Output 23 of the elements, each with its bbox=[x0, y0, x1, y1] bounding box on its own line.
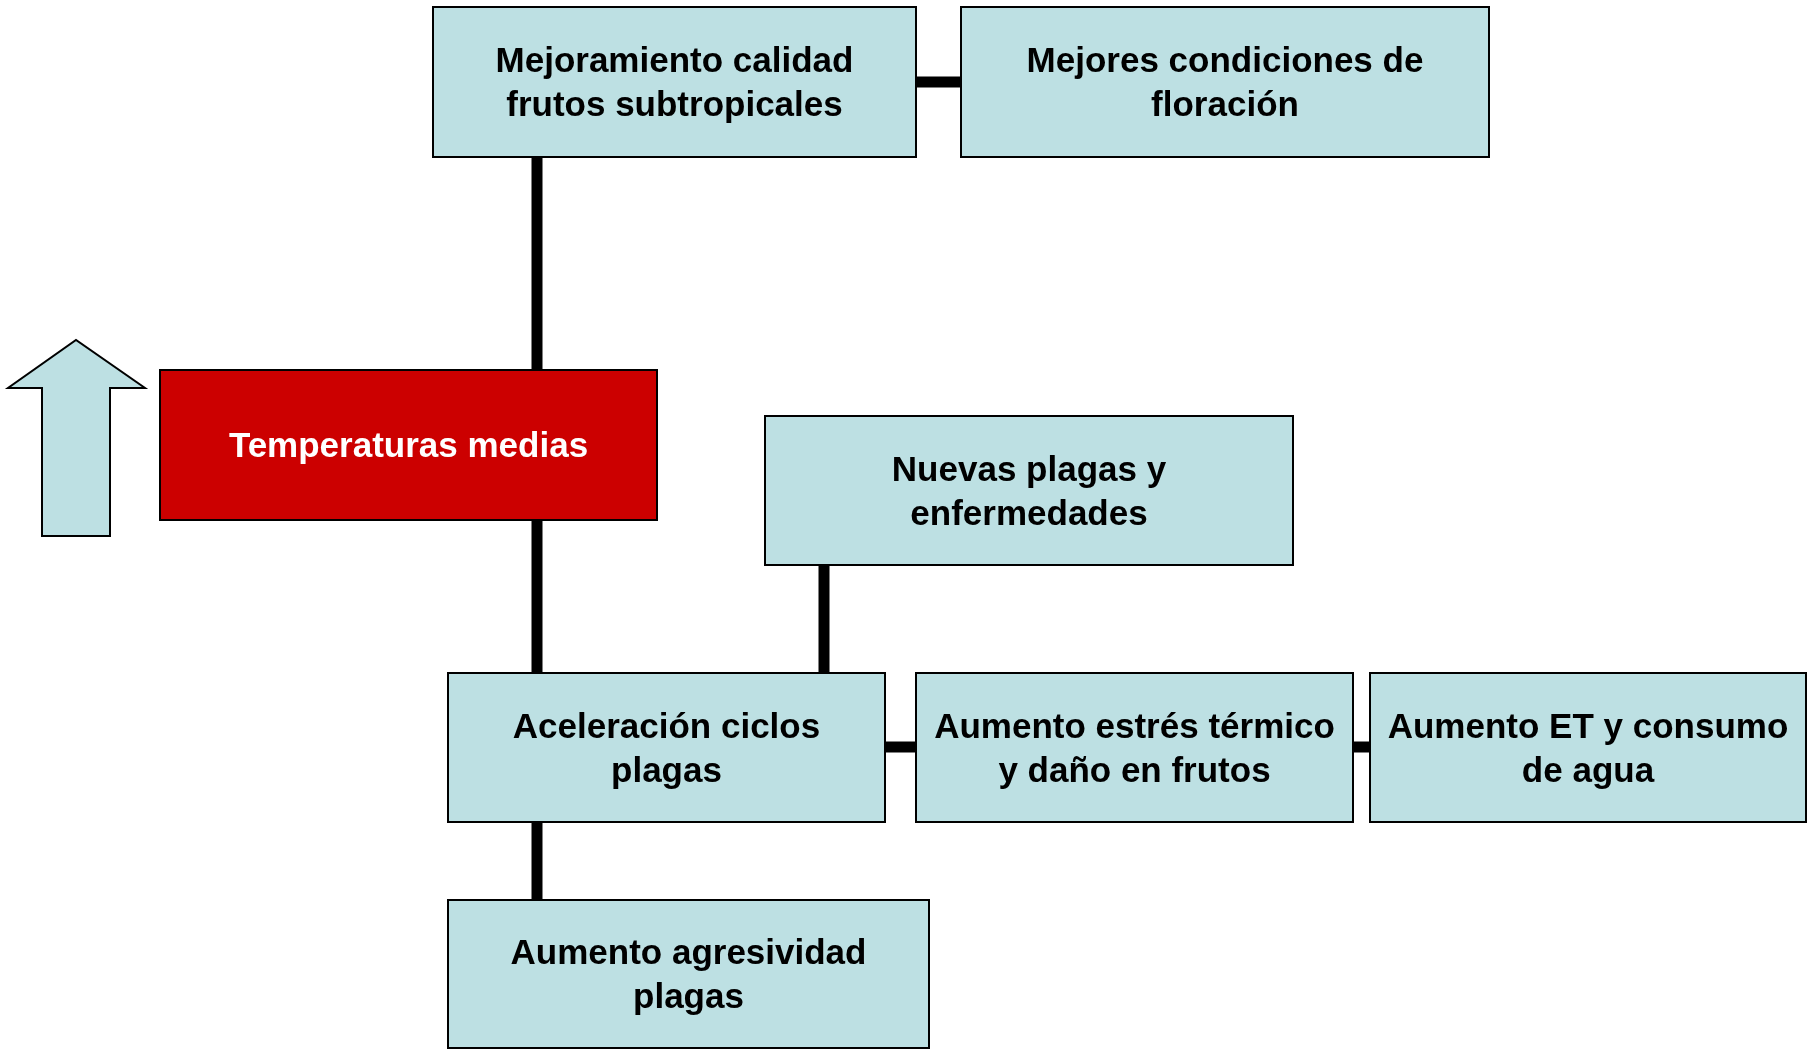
process-box bbox=[915, 672, 1354, 823]
connector-line bbox=[917, 76, 960, 88]
process-box bbox=[764, 415, 1294, 566]
connector-line bbox=[1354, 741, 1369, 753]
box-label: Aceleración ciclos plagas bbox=[511, 704, 822, 791]
box-label: Aumento ET y consumo de agua bbox=[1386, 704, 1790, 791]
connector-line bbox=[531, 158, 543, 369]
box-label: Nuevas plagas y enfermedades bbox=[890, 447, 1168, 534]
box-label: Aumento agresividad plagas bbox=[509, 931, 868, 1017]
box-label: Mejoramiento calidad frutos subtropicales bbox=[494, 39, 855, 125]
box-label: Aumento estrés térmico y daño en frutos bbox=[933, 704, 1336, 791]
process-box bbox=[447, 899, 930, 1049]
box-label: Mejores condiciones de floración bbox=[1025, 39, 1425, 125]
connector-line bbox=[531, 521, 543, 672]
process-box bbox=[159, 369, 658, 521]
process-box bbox=[1369, 672, 1807, 823]
process-box bbox=[432, 6, 917, 158]
process-box bbox=[447, 672, 886, 823]
connector-line bbox=[818, 566, 830, 672]
connector-line bbox=[886, 741, 915, 753]
box-label: Temperaturas medias bbox=[228, 424, 589, 467]
process-box bbox=[960, 6, 1490, 158]
connector-line bbox=[531, 823, 543, 899]
